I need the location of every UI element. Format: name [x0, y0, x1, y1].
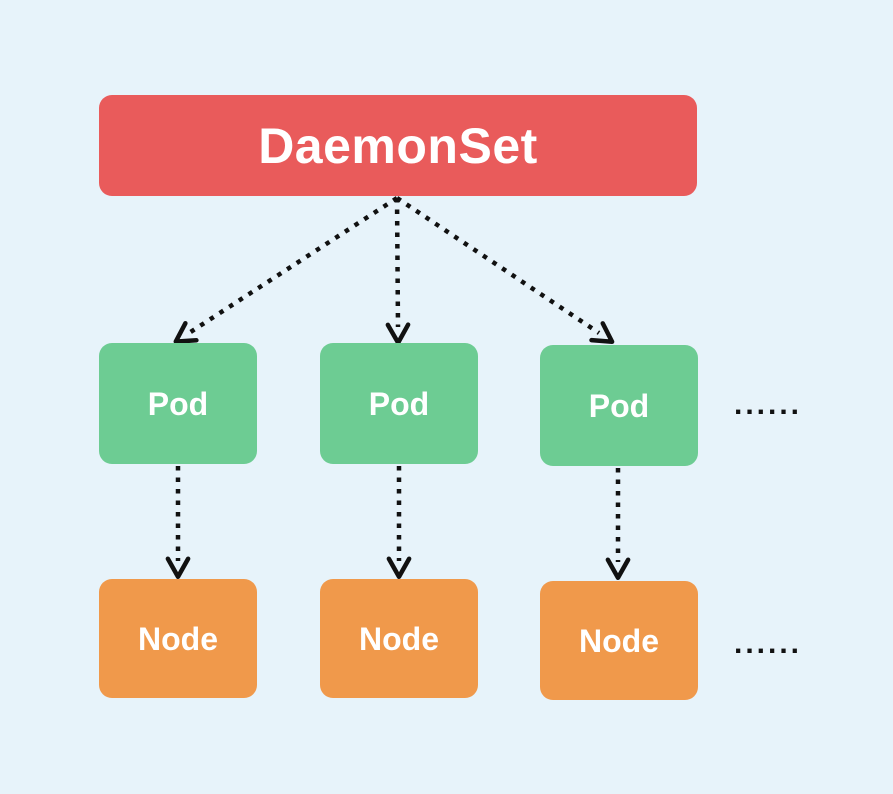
- pod-label: Pod: [147, 385, 209, 422]
- pod-row-ellipsis: ......: [734, 388, 803, 421]
- node-box-3: Node: [540, 581, 698, 700]
- daemonset-box: DaemonSet: [99, 95, 697, 196]
- edge-daemonset-pod-1: [173, 196, 399, 344]
- pod-box-3: Pod: [540, 345, 698, 466]
- pod-box-1: Pod: [99, 343, 257, 464]
- daemonset-label: DaemonSet: [258, 117, 538, 174]
- edge-daemonset-pod-2: [385, 197, 411, 345]
- pod-box-2: Pod: [320, 343, 478, 464]
- node-box-1: Node: [99, 579, 257, 698]
- node-row-ellipsis: ......: [734, 627, 803, 660]
- edge-daemonset-pod-3: [395, 196, 615, 345]
- node-box-2: Node: [320, 579, 478, 698]
- pod-label: Pod: [588, 387, 650, 424]
- node-label: Node: [359, 620, 439, 657]
- node-label: Node: [138, 620, 218, 657]
- node-label: Node: [579, 622, 659, 659]
- pod-label: Pod: [368, 385, 430, 422]
